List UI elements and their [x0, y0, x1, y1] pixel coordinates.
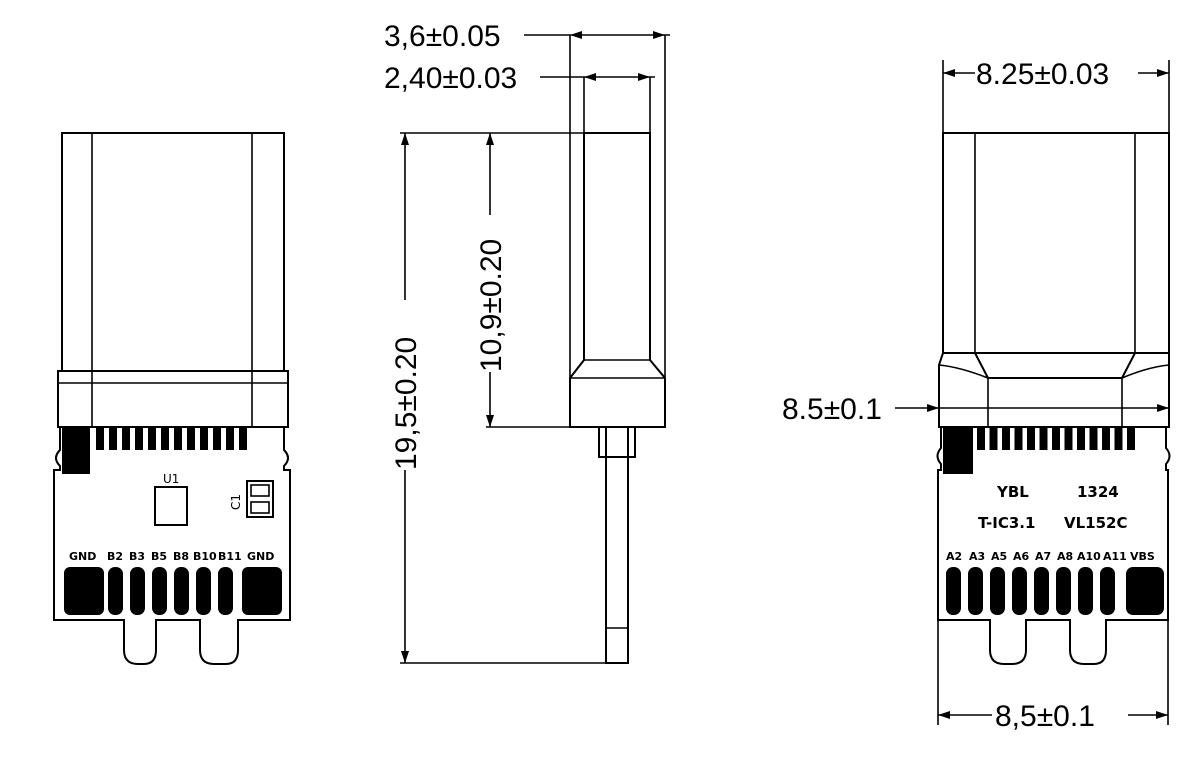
- right-contact-tooth: [1089, 428, 1098, 450]
- right-shell: [942, 132, 1170, 354]
- right-contact-tooth: [1014, 428, 1023, 450]
- left-contact-tooth: [239, 428, 247, 450]
- c1-label: C1: [229, 494, 243, 510]
- right-contact-tooth: [989, 428, 998, 450]
- u1-label: U1: [163, 472, 179, 486]
- dim-width-mid: 8.5±0.1: [782, 393, 882, 426]
- right-pin-label: VBS: [1130, 550, 1155, 563]
- dim-width-top: 8.25±0.03: [976, 58, 1109, 91]
- right-contact-tooth: [1052, 428, 1060, 450]
- right-contact-teeth: [977, 428, 1135, 450]
- right-pin-label: A6: [1013, 550, 1030, 563]
- marking-code: 1324: [1077, 483, 1119, 501]
- left-pcb: [53, 426, 291, 665]
- right-contact-tooth: [1039, 428, 1048, 450]
- right-view: YBL 1324 T-IC3.1 VL152C A2 A3 A5 A6 A7 A…: [782, 58, 1171, 733]
- left-contact-tooth: [213, 428, 221, 450]
- right-pin-label: A2: [946, 550, 962, 563]
- left-pin-label: GND: [247, 550, 274, 563]
- right-signal-pad: [968, 567, 983, 615]
- marking-brand: YBL: [996, 483, 1029, 501]
- left-pin-label: B2: [107, 550, 123, 563]
- side-pcb: [605, 426, 629, 664]
- left-contact-teeth: [96, 428, 247, 450]
- left-pin-label: B10: [193, 550, 217, 563]
- left-contact-tooth: [161, 428, 169, 450]
- side-shell: [569, 132, 666, 428]
- right-contact-tooth: [1064, 428, 1073, 450]
- right-signal-pad: [946, 567, 961, 615]
- right-signal-pad: [1012, 567, 1027, 615]
- left-signal-pad: [152, 567, 167, 615]
- right-contact-tooth: [1027, 428, 1035, 450]
- left-signal-pad: [108, 567, 123, 615]
- dim-width-total: 3,6±0.05: [384, 20, 501, 53]
- marking-part: VL152C: [1064, 514, 1128, 532]
- left-contact-tooth: [200, 428, 208, 450]
- right-contact-tooth: [977, 428, 985, 450]
- left-view: U1 C1 GND B2 B3 B5 B8 B10 B11 GND: [53, 132, 291, 665]
- left-contact-tooth: [187, 428, 195, 450]
- right-pcb: [936, 426, 1171, 665]
- marking-model: T-IC3.1: [978, 514, 1035, 532]
- right-pin-label: A5: [991, 550, 1007, 563]
- right-contact-tooth: [1077, 428, 1085, 450]
- right-signal-pad: [1100, 567, 1115, 615]
- left-pin-label: B3: [129, 550, 145, 563]
- right-pad-vbus: [1126, 567, 1164, 615]
- dim-length-shell: 10,9±0.20: [475, 239, 508, 372]
- left-pin-label: B5: [151, 550, 167, 563]
- right-contact-tooth: [1102, 428, 1110, 450]
- left-signal-pad: [130, 567, 145, 615]
- right-contact-tooth: [1114, 428, 1123, 450]
- side-pcb-step: [598, 426, 636, 458]
- left-signal-pad: [218, 567, 233, 615]
- right-signal-pads: [946, 567, 1115, 615]
- left-pad-gnd: [64, 567, 104, 615]
- c1-capacitor: [246, 480, 274, 518]
- left-contact-tooth: [96, 428, 104, 450]
- u1-chip: [154, 486, 188, 526]
- dim-length-total: 19,5±0.20: [390, 337, 423, 470]
- left-signal-pads: [108, 567, 233, 615]
- right-pin-label: A3: [969, 550, 985, 563]
- left-contact-tooth: [174, 428, 182, 450]
- left-signal-pad: [196, 567, 211, 615]
- left-signal-pad: [174, 567, 189, 615]
- right-ground-tab: [943, 428, 973, 474]
- right-signal-pad: [1034, 567, 1049, 615]
- left-pad-gnd: [242, 567, 282, 615]
- right-pin-label: A11: [1103, 550, 1127, 563]
- left-contact-tooth: [226, 428, 234, 450]
- right-signal-pad: [1056, 567, 1071, 615]
- left-contact-tooth: [122, 428, 130, 450]
- right-signal-pad: [990, 567, 1005, 615]
- left-pin-label: B11: [218, 550, 242, 563]
- dim-width-inner: 2,40±0.03: [384, 62, 517, 95]
- right-pin-label: A7: [1035, 550, 1051, 563]
- right-pin-label: A8: [1057, 550, 1073, 563]
- left-contact-tooth: [148, 428, 156, 450]
- right-overmold: [938, 352, 1170, 428]
- left-pin-label: B8: [173, 550, 189, 563]
- right-contact-tooth: [1002, 428, 1010, 450]
- left-contact-tooth: [135, 428, 143, 450]
- right-pin-label: A10: [1077, 550, 1101, 563]
- left-shell: [61, 132, 285, 372]
- left-contact-tooth: [109, 428, 117, 450]
- side-view: 3,6±0.05 2,40±0.03 19,5±0.20 10,9±0.20: [384, 20, 670, 664]
- left-ground-tab: [62, 428, 90, 474]
- right-contact-tooth: [1127, 428, 1135, 450]
- dim-width-bottom: 8,5±0.1: [995, 700, 1095, 733]
- left-pin-label: GND: [69, 550, 96, 563]
- right-signal-pad: [1078, 567, 1093, 615]
